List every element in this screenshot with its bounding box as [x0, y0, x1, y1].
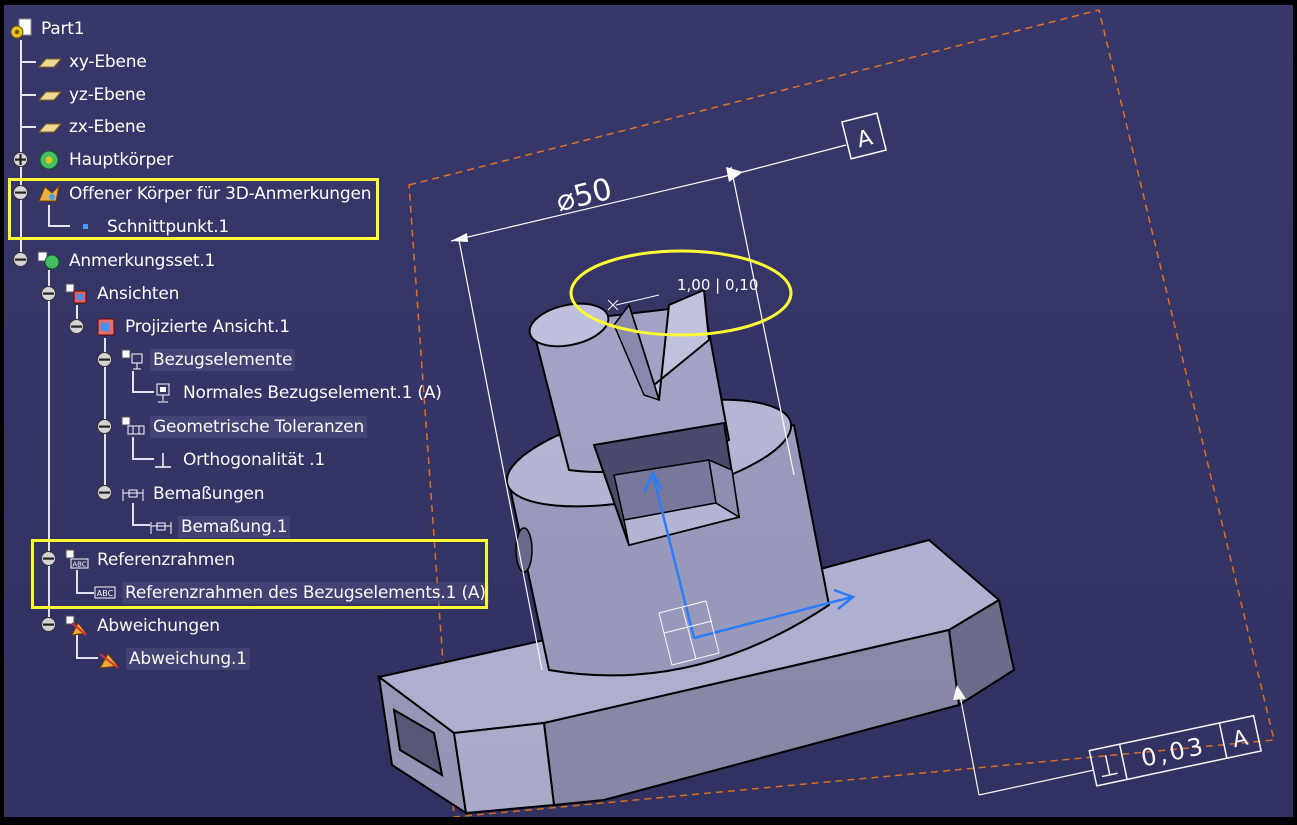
3d-model-scene[interactable]: A ⌀50 0,03 A 1,00 | 0,10	[4, 5, 1293, 817]
dimensions-icon	[120, 483, 146, 505]
tree-node-bemassungen[interactable]: Bemaßungen	[120, 482, 267, 506]
collapse-toggle-geometrische-toleranzen[interactable]	[96, 418, 113, 435]
tree-node-normales-bezugselement[interactable]: Normales Bezugselement.1 (A)	[150, 381, 445, 405]
collapse-toggle-projizierte-ansicht[interactable]	[68, 318, 85, 335]
svg-text:ABC: ABC	[72, 561, 86, 569]
projected-view-icon	[92, 316, 118, 338]
reference-frame-item-icon: ABC	[92, 582, 118, 604]
tree-node-hauptkoerper[interactable]: Hauptkörper	[36, 148, 176, 172]
datum-a-box	[841, 112, 887, 160]
tolerance-frame	[1088, 714, 1262, 787]
collapse-toggle-referenzrahmen[interactable]	[40, 550, 57, 567]
tree-node-offener-koerper[interactable]: Offener Körper für 3D-Anmerkungen	[36, 182, 374, 206]
tree-node-referenzrahmen[interactable]: ABC Referenzrahmen	[64, 548, 238, 572]
plane-icon	[36, 51, 62, 73]
specification-tree[interactable]: Part1 xy-Ebene yz-Ebene zx-Ebene Hauptkö…	[4, 5, 524, 705]
collapse-toggle-ansichten[interactable]	[40, 285, 57, 302]
tree-node-xy-ebene[interactable]: xy-Ebene	[36, 50, 150, 74]
datum-feature-icon	[150, 382, 176, 404]
tree-node-projizierte-ansicht[interactable]: Projizierte Ansicht.1	[92, 315, 293, 339]
collapse-toggle-abweichungen[interactable]	[40, 616, 57, 633]
perpendicularity-symbol	[1104, 755, 1111, 776]
deviation-icon	[96, 648, 122, 670]
tree-node-anmerkungsset[interactable]: Anmerkungsset.1	[36, 249, 218, 273]
tolerance-datum: A	[1230, 726, 1250, 754]
3d-viewport[interactable]: A ⌀50 0,03 A 1,00 | 0,10	[4, 5, 1293, 817]
tree-node-geometrische-toleranzen[interactable]: Geometrische Toleranzen	[120, 415, 368, 439]
tree-node-part1[interactable]: Part1	[8, 17, 87, 41]
perpendicularity-icon	[150, 449, 176, 471]
window-cutout	[592, 421, 741, 547]
body-gear-icon	[36, 149, 62, 171]
geometric-tolerance-icon	[120, 416, 146, 438]
tree-node-abweichung[interactable]: Abweichung.1	[96, 647, 250, 671]
diameter-label: ⌀50	[553, 172, 616, 220]
tree-node-abweichungen[interactable]: Abweichungen	[64, 614, 223, 638]
views-icon	[64, 283, 90, 305]
deviation-annotation: 1,00 | 0,10	[607, 276, 758, 311]
tree-node-referenzrahmen-bezugselement[interactable]: ABC Referenzrahmen des Bezugselements.1 …	[92, 581, 489, 605]
highlight-box-open-body	[8, 178, 379, 240]
part-gear-icon	[8, 18, 34, 40]
highlight-box-reference-frame	[31, 539, 488, 609]
reference-frame-icon: ABC	[64, 549, 90, 571]
datum-icon	[120, 349, 146, 371]
deviations-icon	[64, 615, 90, 637]
tree-node-zx-ebene[interactable]: zx-Ebene	[36, 115, 149, 139]
tree-node-bemassung[interactable]: Bemaßung.1	[148, 515, 291, 539]
collapse-toggle-anmerkungsset[interactable]	[12, 251, 29, 268]
tree-node-yz-ebene[interactable]: yz-Ebene	[36, 83, 149, 107]
tree-node-schnittpunkt[interactable]: Schnittpunkt.1	[74, 215, 232, 239]
reference-frame-axes	[642, 470, 856, 666]
perpendicularity-tolerance: 0,03 A	[953, 685, 1262, 796]
plane-icon	[36, 84, 62, 106]
collapse-toggle-bezugselemente[interactable]	[96, 351, 113, 368]
dimension-icon	[148, 516, 174, 538]
collapse-toggle-offener-koerper[interactable]	[12, 184, 29, 201]
annotation-set-icon	[36, 250, 62, 272]
open-body-icon	[36, 183, 62, 205]
datum-a-label: A	[855, 125, 876, 153]
svg-text:ABC: ABC	[97, 589, 114, 598]
deviation-label: 1,00 | 0,10	[677, 276, 758, 294]
point-icon	[74, 216, 100, 238]
deviation-highlight-ellipse	[569, 249, 793, 337]
tree-node-bezugselemente[interactable]: Bezugselemente	[120, 348, 296, 372]
expand-toggle-hauptkoerper[interactable]	[12, 151, 29, 168]
tree-node-ansichten[interactable]: Ansichten	[64, 282, 182, 306]
tree-node-orthogonalitaet[interactable]: Orthogonalität .1	[150, 448, 328, 472]
collapse-toggle-bemassungen[interactable]	[96, 484, 113, 501]
plane-icon	[36, 116, 62, 138]
